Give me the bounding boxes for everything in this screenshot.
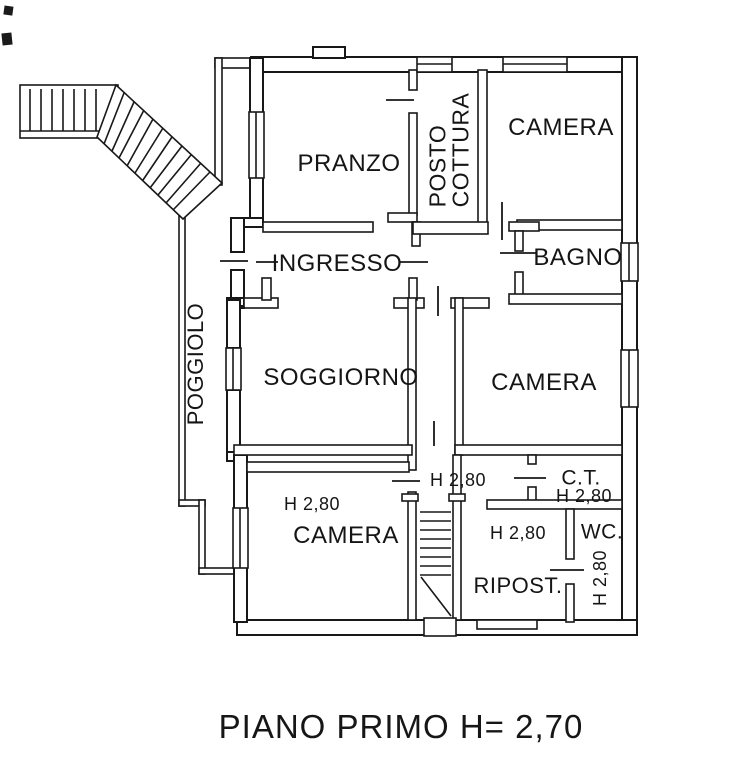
room-label-ripost: RIPOST. (473, 572, 563, 598)
room-label-posto-cottura: POSTO COTTURA (424, 92, 474, 208)
height-label-camera-bottom: H 2,80 (283, 493, 341, 514)
interior-walls (233, 69, 623, 623)
room-label-camera-mid: CAMERA (491, 368, 597, 396)
room-label-bagno: BAGNO (533, 243, 623, 271)
room-label-camera-bottom: CAMERA (293, 521, 399, 549)
room-label-soggiorno: SOGGIORNO (263, 363, 419, 391)
windows (225, 56, 639, 637)
height-label-stair-hall: H 2,80 (429, 469, 487, 490)
height-label-ripost: H 2,80 (489, 522, 547, 543)
height-label-wc: H 2,80 (589, 549, 610, 607)
plan-caption: PIANO PRIMO H= 2,70 (218, 708, 584, 745)
room-label-ct: C.T. (561, 466, 601, 490)
room-label-ingresso: INGRESSO (271, 249, 403, 277)
scan-artifact (1, 5, 14, 46)
room-label-camera-top: CAMERA (508, 113, 614, 141)
external-staircase (19, 83, 224, 221)
room-label-poggiolo: POGGIOLO (182, 302, 208, 426)
door-markers (220, 99, 584, 571)
height-label-ct: H 2,80 (555, 485, 613, 506)
room-label-pranzo: PRANZO (297, 149, 401, 177)
room-label-wc: WC. (580, 520, 624, 544)
internal-staircase (420, 511, 452, 617)
